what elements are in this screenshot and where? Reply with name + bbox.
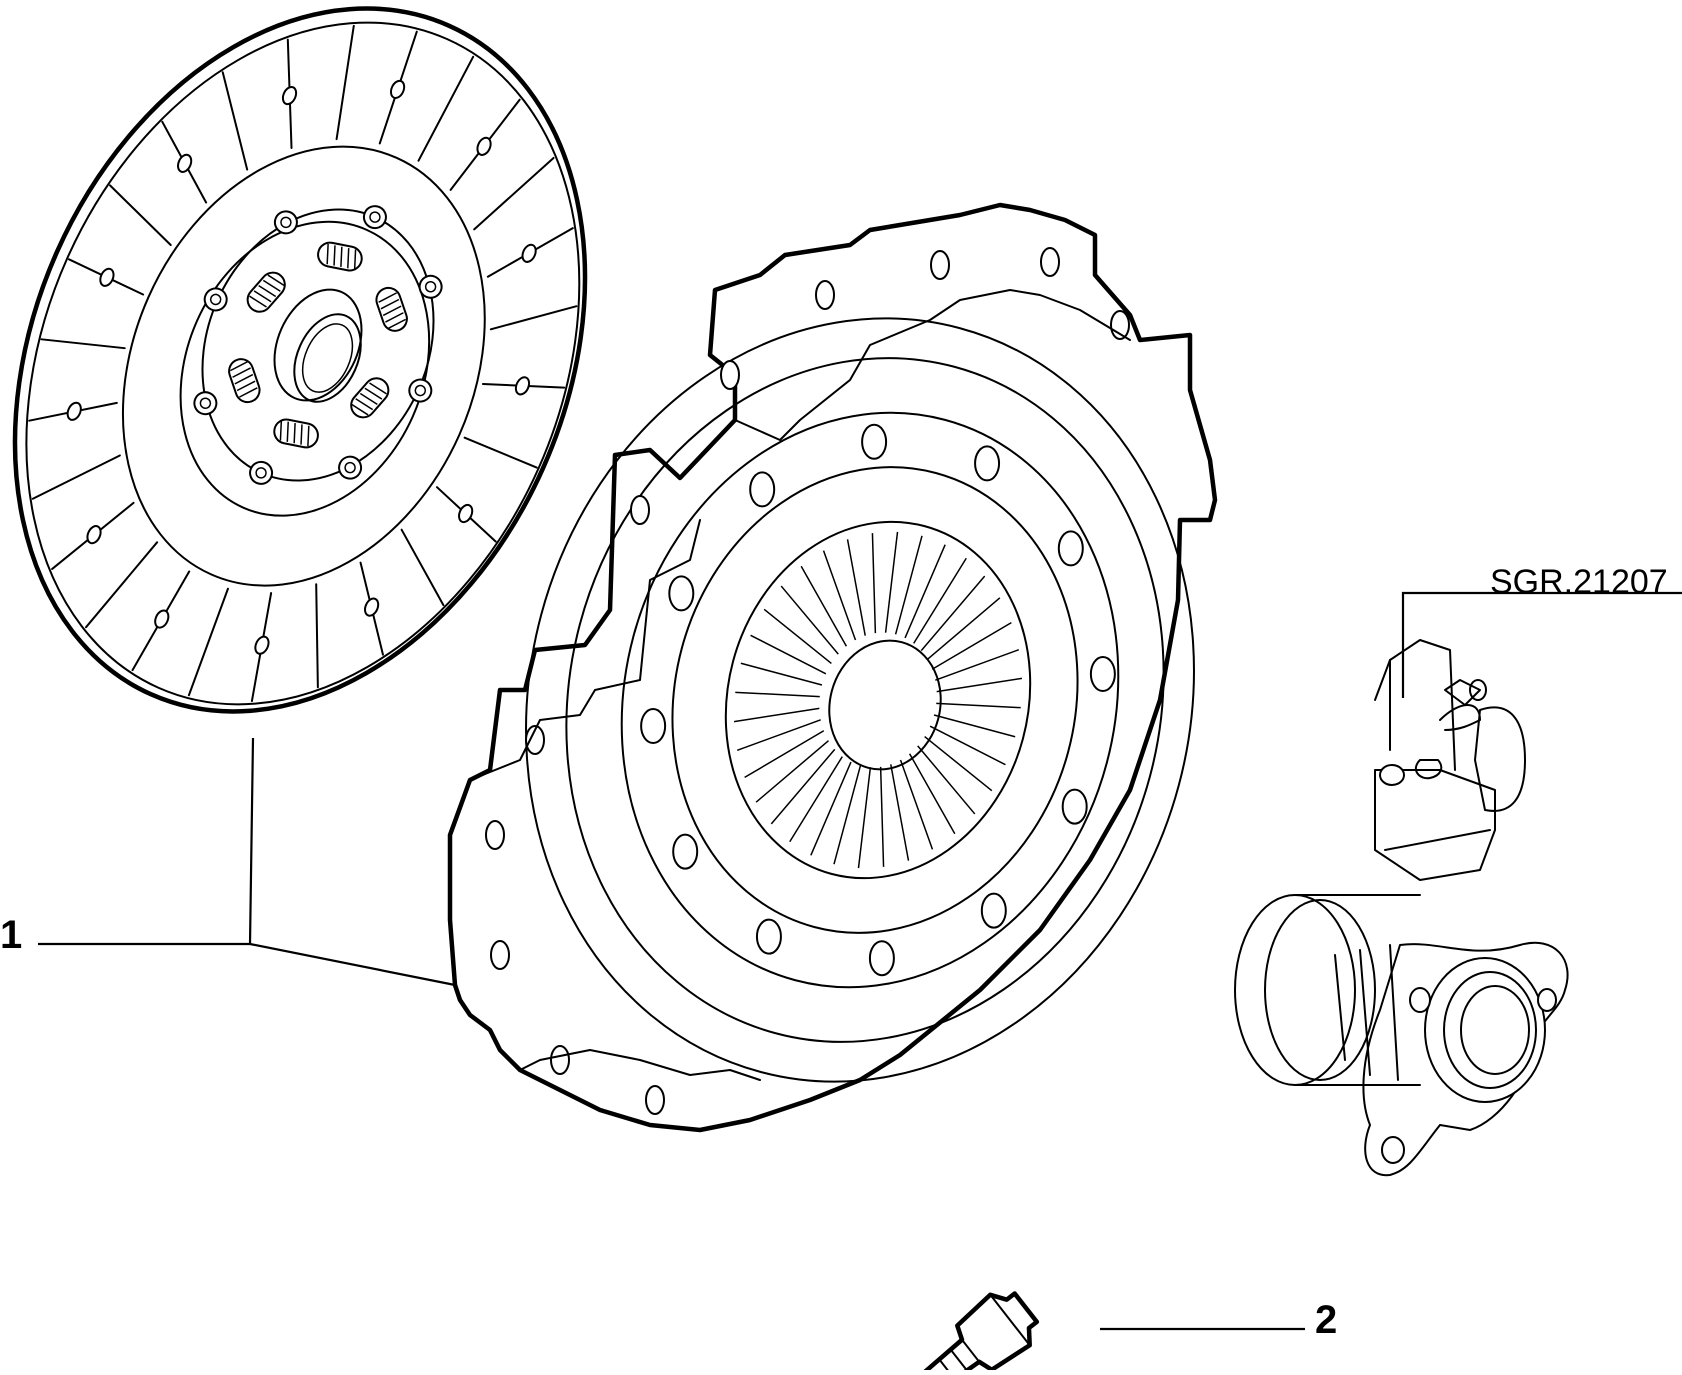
callout-label-1: 1 [0, 913, 23, 957]
pressure-plate-icon [447, 202, 1218, 1133]
callout-label-2: 2 [1315, 1298, 1338, 1342]
callout-1-leader [38, 737, 456, 987]
reference-label: SGR.21207 [1490, 563, 1668, 601]
reference-leader [1401, 591, 1682, 698]
clutch-disc-icon [12, 6, 588, 714]
bolt-icon [899, 1291, 1040, 1375]
release-bearing-icon [1234, 639, 1569, 1177]
